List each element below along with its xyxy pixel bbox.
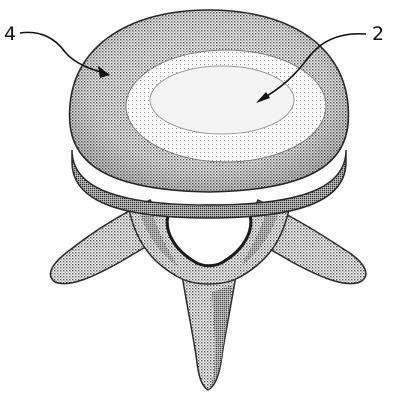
inner-disc-center — [150, 66, 294, 134]
label-2: 2 — [372, 23, 384, 45]
label-4: 4 — [4, 23, 16, 45]
